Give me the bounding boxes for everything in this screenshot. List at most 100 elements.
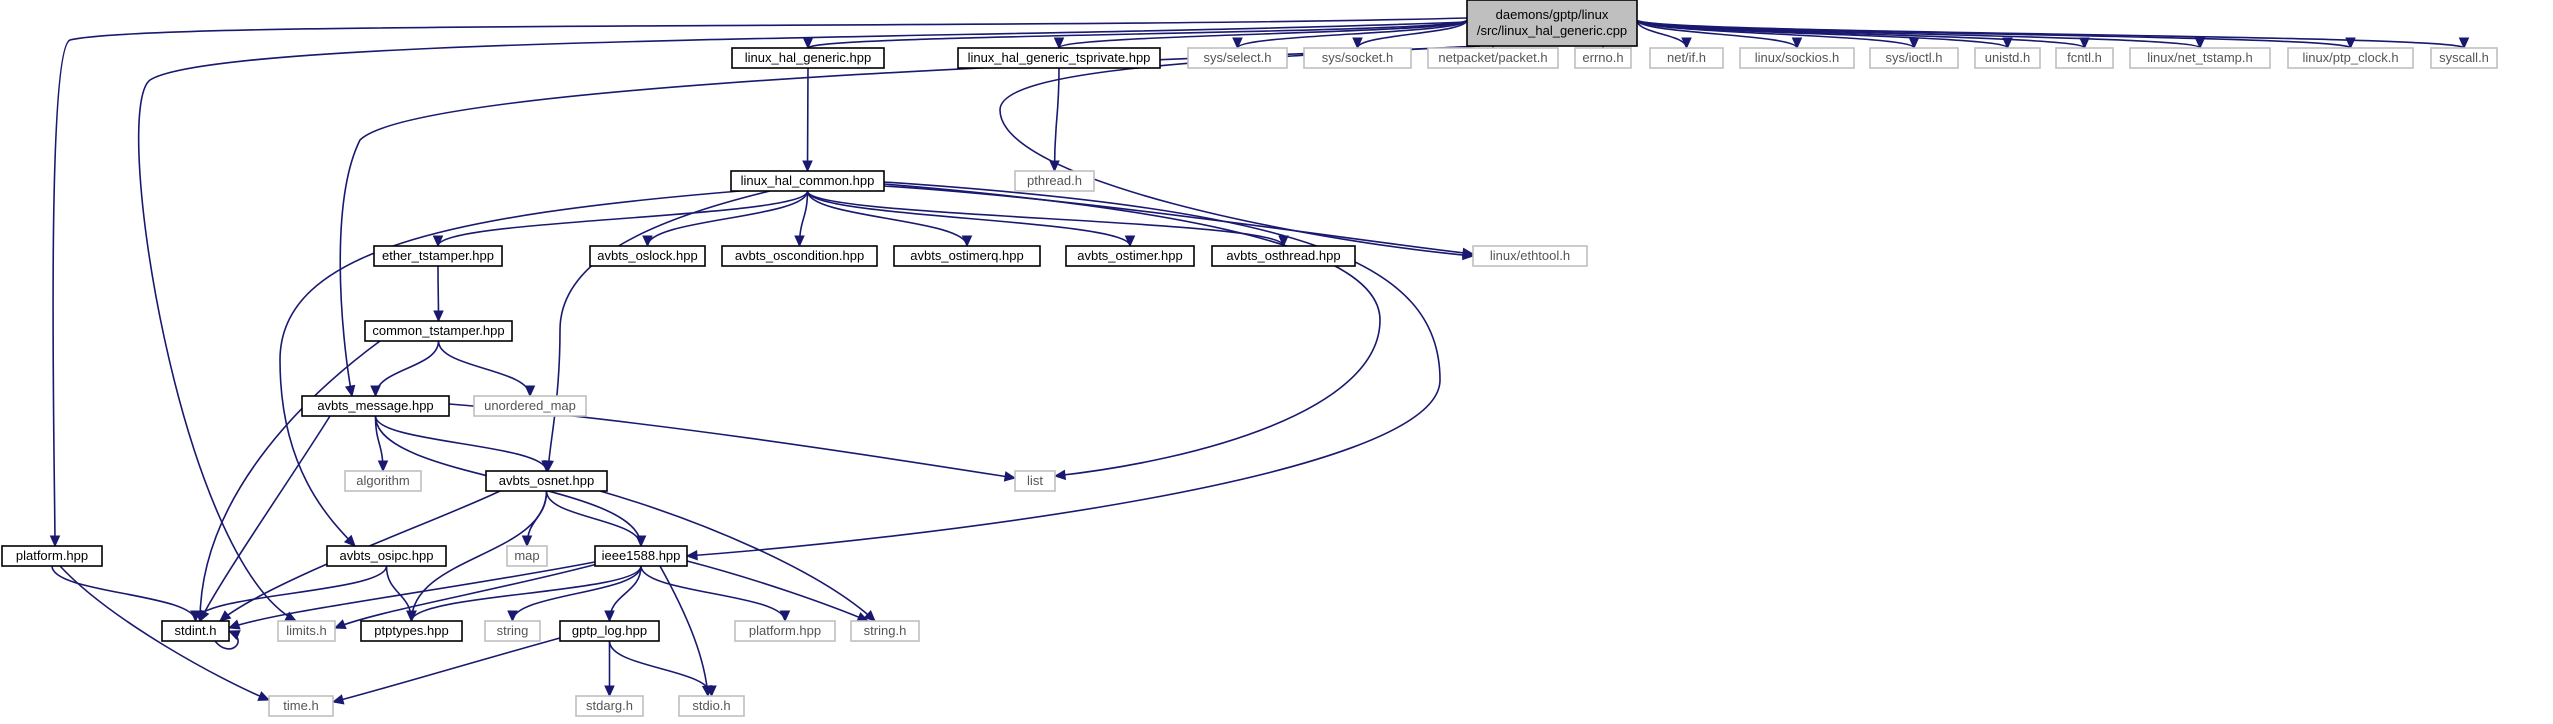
node-unistd: unistd.h bbox=[1974, 47, 2041, 69]
edge-ieee-to-limits bbox=[333, 561, 606, 629]
node-label: netpacket/packet.h bbox=[1438, 50, 1547, 65]
node-nettstamp: linux/net_tstamp.h bbox=[2129, 47, 2271, 69]
node-list: list bbox=[1014, 470, 1056, 492]
node-label: avbts_oslock.hpp bbox=[597, 248, 697, 263]
node-osipc[interactable]: avbts_osipc.hpp bbox=[326, 545, 447, 567]
node-label: errno.h bbox=[1582, 50, 1623, 65]
edge-platform-to-stdint bbox=[51, 565, 201, 623]
node-root[interactable]: daemons/gptp/linux/src/linux_hal_generic… bbox=[1466, 0, 1638, 47]
node-label: string bbox=[497, 623, 529, 638]
node-fcntl: fcntl.h bbox=[2055, 47, 2114, 69]
edge-lhg-to-lhc bbox=[802, 67, 813, 173]
edge-ether-to-common bbox=[433, 265, 444, 323]
node-lhg[interactable]: linux_hal_generic.hpp bbox=[731, 47, 885, 69]
node-osthread[interactable]: avbts_osthread.hpp bbox=[1211, 245, 1356, 267]
edge-lhc-to-ether bbox=[432, 190, 809, 248]
node-lhc[interactable]: linux_hal_common.hpp bbox=[730, 170, 885, 192]
node-netif: net/if.h bbox=[1649, 47, 1724, 69]
node-lhgt[interactable]: linux_hal_generic_tsprivate.hpp bbox=[957, 47, 1161, 69]
node-label: linux_hal_generic.hpp bbox=[745, 50, 871, 65]
edge-platform-to-timeh bbox=[59, 565, 271, 701]
node-sockios: linux/sockios.h bbox=[1739, 47, 1855, 69]
edge-root-to-sockios bbox=[1636, 19, 1803, 50]
node-select: sys/select.h bbox=[1187, 47, 1288, 69]
edge-osnet-to-ieee bbox=[545, 490, 647, 548]
node-label: pthread.h bbox=[1027, 173, 1082, 188]
node-label: avbts_ostimer.hpp bbox=[1077, 248, 1183, 263]
node-label: linux/ethtool.h bbox=[1490, 248, 1570, 263]
node-label: stdio.h bbox=[692, 698, 730, 713]
edge-root-to-syscall bbox=[1636, 19, 2470, 50]
edge-common-to-umap bbox=[437, 340, 536, 398]
edge-lhc-to-ostimer bbox=[806, 190, 1136, 248]
node-osnet[interactable]: avbts_osnet.hpp bbox=[485, 470, 608, 492]
edge-msg-to-osnet bbox=[374, 415, 552, 473]
node-string: string bbox=[484, 620, 541, 642]
node-ieee[interactable]: ieee1588.hpp bbox=[594, 545, 688, 567]
edge-lhc-to-osnet bbox=[543, 190, 771, 473]
edge-ieee-to-string bbox=[507, 565, 642, 623]
node-label: /src/linux_hal_generic.cpp bbox=[1477, 23, 1627, 38]
node-label: map bbox=[514, 548, 539, 563]
edge-lhc-to-oslock bbox=[642, 190, 809, 248]
node-common[interactable]: common_tstamper.hpp bbox=[364, 320, 513, 342]
node-errno: errno.h bbox=[1574, 47, 1632, 69]
edge-ieee-to-gptplog bbox=[604, 565, 642, 623]
edge-lhc-to-osipc bbox=[279, 190, 741, 547]
edge-gptplog-to-stdarg bbox=[604, 641, 615, 698]
node-label: sys/select.h bbox=[1204, 50, 1272, 65]
node-label: limits.h bbox=[286, 623, 326, 638]
node-oscond[interactable]: avbts_oscondition.hpp bbox=[721, 245, 878, 267]
node-algorithm: algorithm bbox=[344, 470, 422, 492]
node-ptpclock: linux/ptp_clock.h bbox=[2287, 47, 2414, 69]
node-label: time.h bbox=[283, 698, 318, 713]
node-msg[interactable]: avbts_message.hpp bbox=[301, 395, 450, 417]
nodes-layer: daemons/gptp/linux/src/linux_hal_generic… bbox=[1, 0, 2498, 717]
edge-osnet-to-map bbox=[521, 490, 548, 548]
node-label: platform.hpp bbox=[749, 623, 821, 638]
node-label: unordered_map bbox=[484, 398, 576, 413]
node-stdio: stdio.h bbox=[678, 695, 745, 717]
edge-root-to-netif bbox=[1636, 19, 1692, 50]
node-map: map bbox=[506, 545, 548, 567]
node-ether[interactable]: ether_tstamper.hpp bbox=[373, 245, 503, 267]
node-label: gptp_log.hpp bbox=[572, 623, 647, 638]
node-label: fcntl.h bbox=[2067, 50, 2102, 65]
node-label: avbts_message.hpp bbox=[317, 398, 433, 413]
node-label: unistd.h bbox=[1985, 50, 2031, 65]
edge-root-to-platform bbox=[49, 17, 1468, 548]
edge-lhc-to-oscond bbox=[794, 190, 809, 248]
node-platform2: platform.hpp bbox=[734, 620, 836, 642]
node-timeh: time.h bbox=[268, 695, 334, 717]
edge-common-to-msg bbox=[370, 340, 440, 398]
edge-lhgt-to-pthread bbox=[1049, 67, 1060, 173]
node-ptptypes[interactable]: ptptypes.hpp bbox=[360, 620, 463, 642]
edge-root-to-select bbox=[1232, 19, 1468, 50]
node-ostimerq[interactable]: avbts_ostimerq.hpp bbox=[893, 245, 1041, 267]
node-ethtool: linux/ethtool.h bbox=[1472, 245, 1588, 267]
node-label: linux/ptp_clock.h bbox=[2302, 50, 2398, 65]
node-label: linux/sockios.h bbox=[1755, 50, 1840, 65]
edge-root-to-socket bbox=[1352, 19, 1468, 50]
edge-ieee-to-ptptypes bbox=[406, 565, 642, 623]
node-stdint[interactable]: stdint.h bbox=[161, 620, 230, 642]
node-platform[interactable]: platform.hpp bbox=[1, 545, 103, 567]
edge-lhc-to-ostimerq bbox=[806, 190, 973, 248]
edge-osnet-to-stringh bbox=[599, 490, 876, 622]
edge-ieee-to-platform2 bbox=[640, 565, 791, 623]
node-oslock[interactable]: avbts_oslock.hpp bbox=[589, 245, 706, 267]
node-label: avbts_ostimerq.hpp bbox=[910, 248, 1023, 263]
edges-layer bbox=[49, 17, 2470, 705]
node-umap: unordered_map bbox=[473, 395, 587, 417]
node-gptplog[interactable]: gptp_log.hpp bbox=[559, 620, 660, 642]
node-syscall: syscall.h bbox=[2430, 47, 2498, 69]
node-pthread: pthread.h bbox=[1014, 170, 1095, 192]
node-label: linux_hal_common.hpp bbox=[741, 173, 875, 188]
edge-root-to-msg bbox=[339, 45, 1481, 398]
node-stdarg: stdarg.h bbox=[575, 695, 644, 717]
edge-gptplog-to-timeh bbox=[331, 637, 561, 705]
edge-ieee-to-stdint bbox=[227, 560, 601, 630]
node-ostimer[interactable]: avbts_ostimer.hpp bbox=[1065, 245, 1195, 267]
node-packet: netpacket/packet.h bbox=[1427, 47, 1559, 69]
